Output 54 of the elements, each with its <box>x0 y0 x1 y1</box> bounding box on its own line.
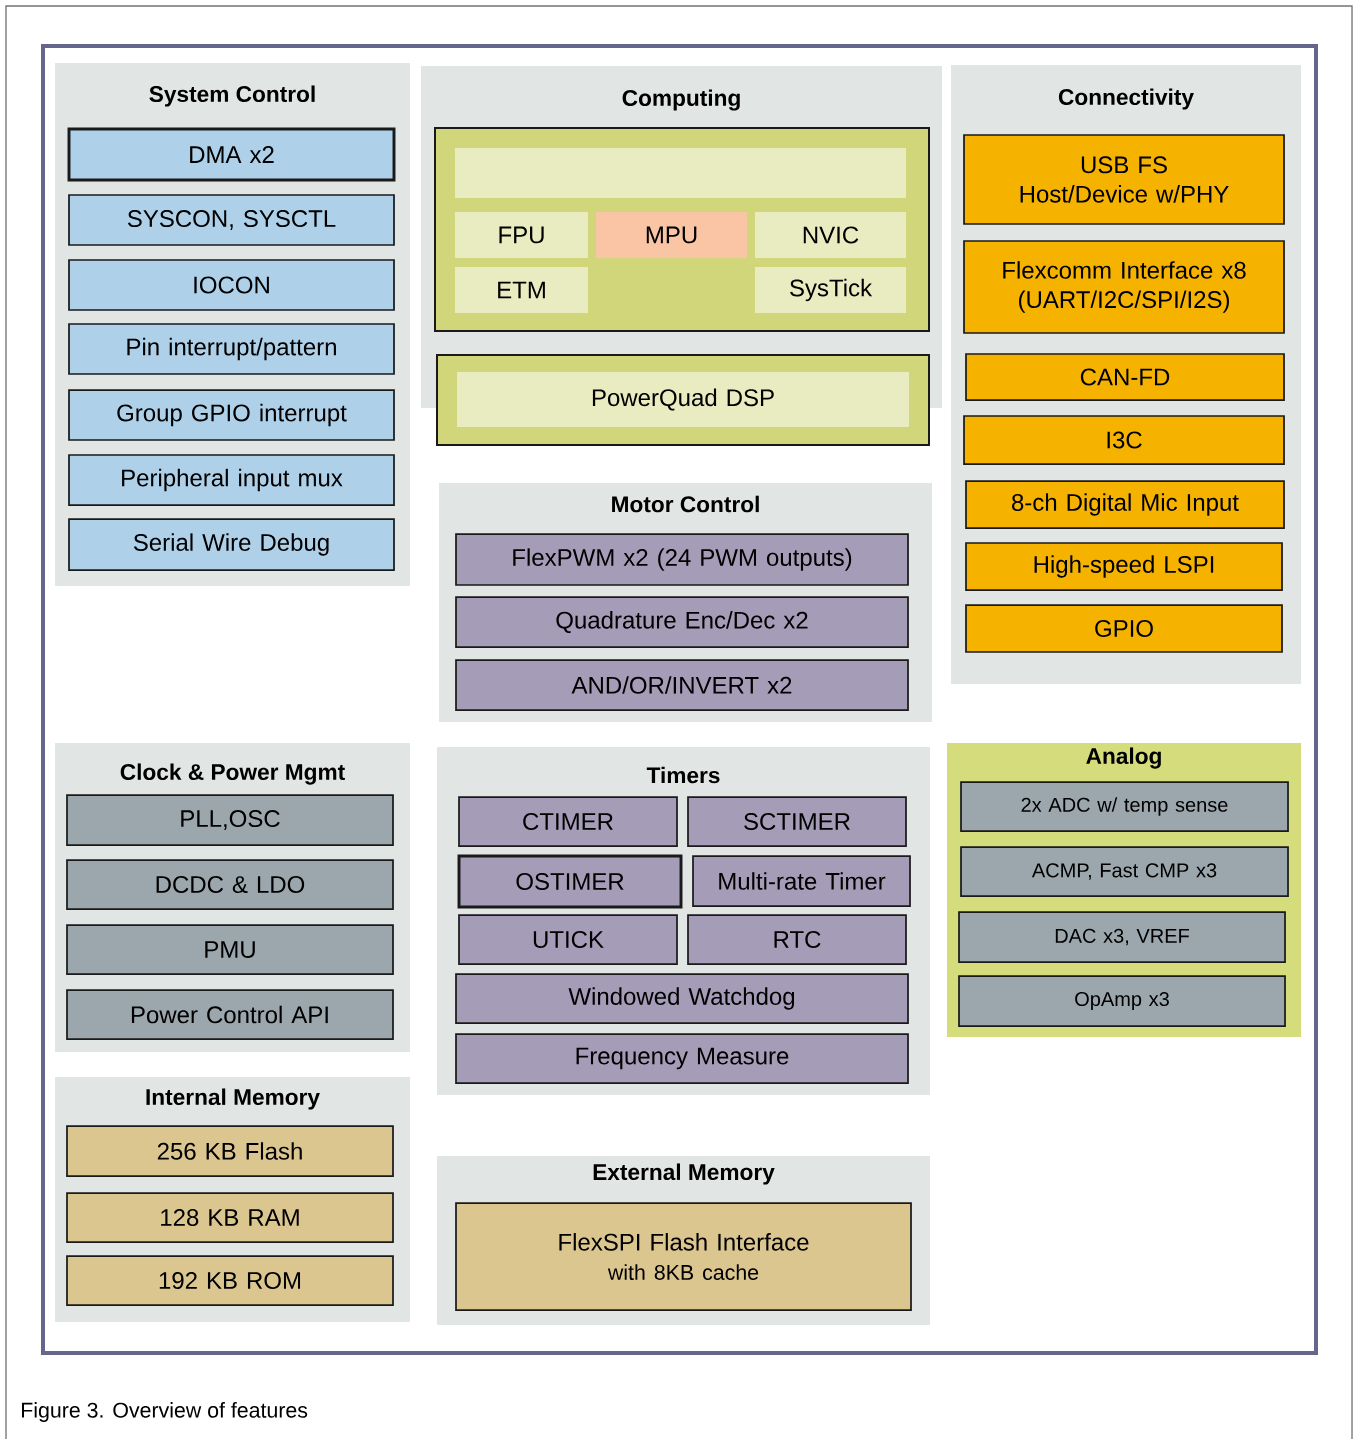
feature-box: Pin interrupt/pattern <box>68 323 395 375</box>
feature-box: USB FS Host/Device w/PHY <box>963 134 1285 225</box>
feature-box: Windowed Watchdog <box>455 973 909 1024</box>
group-heading: External Memory <box>593 1163 775 1185</box>
feature-box: 2x ADC w/ temp sense <box>960 781 1289 832</box>
feature-box: Serial Wire Debug <box>68 518 395 571</box>
feature-box: 192 KB ROM <box>66 1255 394 1306</box>
feature-box: OpAmp x3 <box>958 975 1286 1027</box>
feature-box: Peripheral input mux <box>68 454 395 506</box>
feature-box: PMU <box>66 924 394 975</box>
feature-box: DCDC & LDO <box>66 859 394 910</box>
group-heading: Connectivity <box>1058 88 1194 110</box>
feature-box: GPIO <box>965 604 1283 653</box>
group-heading: Computing <box>622 89 740 111</box>
group-heading: Analog <box>1086 747 1161 769</box>
feature-box: DAC x3, VREF <box>958 911 1286 963</box>
feature-box: NVIC <box>755 212 906 258</box>
feature-box: FPU <box>455 212 588 258</box>
feature-box: UTICK <box>458 914 678 965</box>
feature-box: ACMP, Fast CMP x3 <box>960 846 1289 897</box>
feature-box: RTC <box>687 914 907 965</box>
feature-box: 256 KB Flash <box>66 1125 394 1177</box>
feature-box: FlexSPI Flash Interface with 8KB cache <box>455 1202 912 1311</box>
feature-box: IOCON <box>68 259 395 311</box>
feature-box: ETM <box>455 267 588 313</box>
feature-box: Flexcomm Interface x8 (UART/I2C/SPI/I2S) <box>963 240 1285 334</box>
group-heading: Clock & Power Mgmt <box>120 763 345 785</box>
feature-box: Group GPIO interrupt <box>68 389 395 441</box>
feature-box: 8-ch Digital Mic Input <box>965 480 1285 529</box>
feature-box: SCTIMER <box>687 796 907 847</box>
group-heading: Internal Memory <box>146 1088 320 1110</box>
feature-box: AND/OR/INVERT x2 <box>455 659 909 711</box>
feature-box: SYSCON, SYSCTL <box>68 194 395 246</box>
group-heading: Motor Control <box>612 495 759 513</box>
feature-box: High-speed LSPI <box>965 542 1283 591</box>
feature-box: Multi-rate Timer <box>692 855 911 907</box>
feature-box: MPU <box>596 212 747 258</box>
feature-box: Quadrature Enc/Dec x2 <box>455 596 909 648</box>
figure-caption: Figure 3. Overview of features <box>22 1402 308 1422</box>
block-box <box>455 148 906 198</box>
feature-box: 128 KB RAM <box>66 1192 394 1243</box>
feature-box: PowerQuad DSP <box>457 372 909 427</box>
feature-box: CAN-FD <box>965 353 1285 401</box>
feature-box: OSTIMER <box>457 854 683 909</box>
group-heading: Timers <box>646 766 720 784</box>
feature-box: Frequency Measure <box>455 1033 909 1084</box>
feature-box: PLL,OSC <box>66 794 394 846</box>
group-heading: System Control <box>149 85 315 107</box>
feature-box: Power Control API <box>66 989 394 1040</box>
feature-box: SysTick <box>755 267 906 313</box>
feature-box: I3C <box>963 415 1285 465</box>
feature-box: DMA x2 <box>67 127 396 182</box>
feature-box: FlexPWM x2 (24 PWM outputs) <box>455 533 909 586</box>
feature-box: CTIMER <box>458 796 678 847</box>
